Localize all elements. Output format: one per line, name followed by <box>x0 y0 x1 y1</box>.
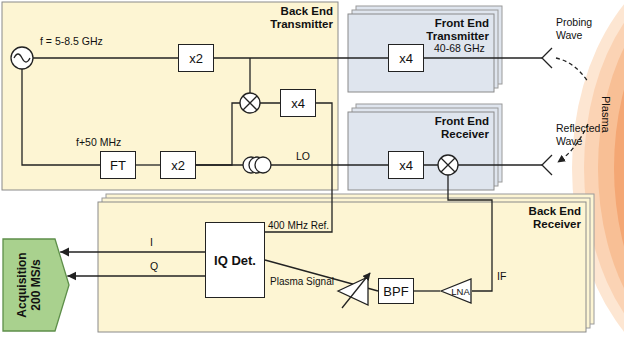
node-label: BPF <box>383 284 408 299</box>
horn-antenna <box>542 48 552 68</box>
node-label: LNA <box>451 286 469 297</box>
annotation-label: f = 5-8.5 GHz <box>40 35 103 48</box>
probing-wave <box>556 58 588 82</box>
panel-background <box>348 112 494 190</box>
signal-line <box>424 165 492 291</box>
transmit-wire <box>424 57 542 58</box>
signal-label: 400 MHz Ref. <box>268 219 329 232</box>
annotation-label: f+50 MHz <box>76 136 121 149</box>
process-box: x2 <box>160 151 196 179</box>
process-box: x4 <box>388 151 424 179</box>
acquisition-arrow: Acquisition 200 MS/s <box>2 238 70 332</box>
subsystem-panel: Back End Receiver IQ Det. BPF LNA <box>98 202 586 332</box>
signal-label: IF <box>497 270 506 283</box>
signal-label: Q <box>150 260 158 273</box>
process-box: FT <box>100 151 136 179</box>
node-label: FT <box>110 158 126 173</box>
signal-label: I <box>150 236 153 249</box>
panel-title: Front End Transmitter <box>414 17 489 42</box>
signal-line <box>60 251 205 252</box>
mixer-cross <box>441 158 455 172</box>
mixer-symbol <box>438 155 458 175</box>
panel-title: Back End Transmitter <box>253 5 333 30</box>
fiber-coil <box>255 157 271 173</box>
node-label: x4 <box>399 158 413 173</box>
node-label: Acquisition 200 MS/s <box>15 241 43 329</box>
process-box: BPF <box>378 278 414 304</box>
node-label: x2 <box>189 51 203 66</box>
mixer-wire <box>249 58 250 93</box>
acquisition-shape <box>3 239 69 331</box>
amplifier-triangle: LNA <box>440 278 472 304</box>
node-label: IQ Det. <box>214 253 256 268</box>
oscillator-wire <box>33 57 178 58</box>
panel-title: Front End Receiver <box>414 115 489 140</box>
process-box: IQ Det. <box>205 222 265 298</box>
mixer-symbol <box>240 93 260 113</box>
panel-background <box>2 2 338 190</box>
signal-line <box>67 275 205 276</box>
signal-label: Plasma Signal <box>270 275 334 288</box>
horn-antenna <box>542 155 552 175</box>
oscillator-wire <box>22 69 100 165</box>
amplifier-shape <box>441 279 471 303</box>
oscillator-symbol <box>11 47 33 69</box>
sine-symbol <box>14 54 30 62</box>
annotation-label: Probing Wave <box>556 16 602 42</box>
signal-line <box>214 57 388 58</box>
gain-arrow <box>342 273 370 308</box>
subsystem-panel: Back End Transmitter x2 x4FT x2 <box>2 2 338 190</box>
plasma-layer <box>598 0 624 337</box>
annotation-label: 40-68 GHz <box>434 42 485 55</box>
panel-background <box>98 202 586 332</box>
signal-label: LO <box>296 150 310 163</box>
subsystem-panel: Front End Receiver x4 <box>348 112 494 190</box>
process-box: x4 <box>388 44 424 72</box>
signal-line <box>414 290 440 291</box>
panel-background <box>348 14 494 92</box>
signal-line <box>196 103 280 165</box>
signal-line <box>265 103 332 232</box>
process-box: x2 <box>178 44 214 72</box>
signal-line <box>196 164 388 165</box>
node-label: x4 <box>399 51 413 66</box>
mixer-cross <box>243 96 257 110</box>
panel-title: Back End Receiver <box>509 205 581 230</box>
signal-line <box>136 164 160 165</box>
node-label: x4 <box>291 96 305 111</box>
receive-wire <box>458 164 542 165</box>
region-label: Plasma <box>599 96 612 133</box>
plasma-layer <box>614 0 624 337</box>
node-label: x2 <box>171 158 185 173</box>
process-box: x4 <box>280 89 316 117</box>
